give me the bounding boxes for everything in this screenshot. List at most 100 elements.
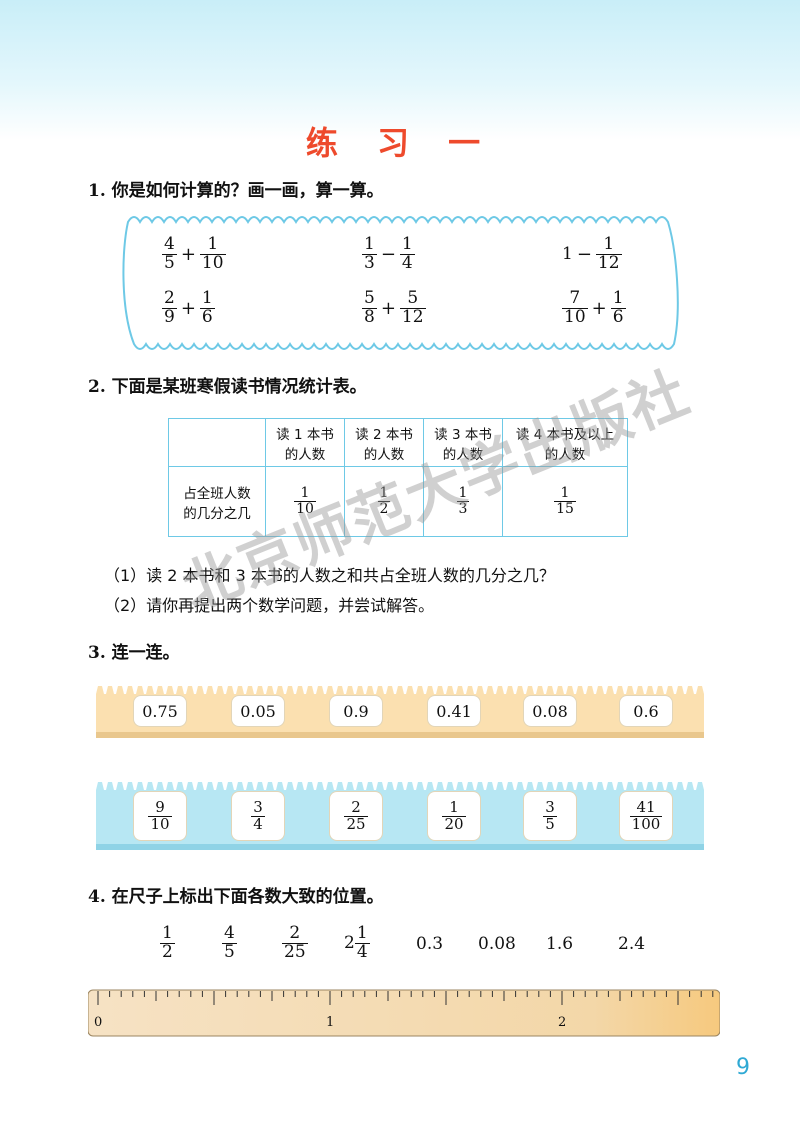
numerator: 1 xyxy=(379,485,389,502)
denominator: 8 xyxy=(362,306,377,327)
numerator: 1 xyxy=(401,234,413,254)
denominator: 6 xyxy=(610,306,626,327)
denominator: 10 xyxy=(148,814,172,833)
question-1-heading: 1. 你是如何计算的？画一画，算一算。 xyxy=(88,176,384,201)
table-header-cell: 读 3 本书的人数 xyxy=(423,418,503,467)
denominator: 25 xyxy=(282,941,308,962)
numerator: 1 xyxy=(603,234,615,254)
question-text: 连一连。 xyxy=(111,643,180,663)
whole-number: 2 xyxy=(344,933,355,954)
operator: + xyxy=(180,243,196,265)
numerator: 2 xyxy=(289,923,301,943)
denominator: 2 xyxy=(377,501,391,517)
table-row-label: 占全班人数的几分之几 xyxy=(168,466,266,537)
table-header-cell: 读 2 本书的人数 xyxy=(344,418,424,467)
denominator: 10 xyxy=(294,501,316,517)
number-to-mark: 1.6 xyxy=(546,934,574,954)
number-to-mark: 0.3 xyxy=(416,934,444,954)
numerator: 9 xyxy=(155,797,165,816)
denominator: 4 xyxy=(354,941,370,962)
numerator: 1 xyxy=(356,923,368,943)
reading-stats-table: 读 1 本书的人数 读 2 本书的人数 读 3 本书的人数 读 4 本书及以上的… xyxy=(168,418,628,537)
numerator: 4 xyxy=(224,923,235,943)
numerator: 7 xyxy=(569,288,581,308)
denominator: 5 xyxy=(222,941,237,962)
question-text: 你是如何计算的？画一画，算一算。 xyxy=(111,181,384,201)
numerator: 2 xyxy=(164,288,175,308)
numerator: 1 xyxy=(162,923,173,943)
denominator: 6 xyxy=(199,306,215,327)
numerator: 3 xyxy=(545,797,555,816)
denominator: 25 xyxy=(344,814,368,833)
expression-scroll-frame xyxy=(122,216,679,350)
question-number: 4. xyxy=(88,887,106,907)
decimal-card: 0.41 xyxy=(428,696,480,726)
operator: − xyxy=(380,243,396,265)
numerator: 1 xyxy=(364,234,375,254)
question-4-heading: 4. 在尺子上标出下面各数大致的位置。 xyxy=(88,882,384,907)
denominator: 10 xyxy=(562,306,588,327)
decimal-card: 0.75 xyxy=(134,696,186,726)
numerator: 5 xyxy=(407,288,419,308)
denominator: 4 xyxy=(251,814,265,833)
numerator: 2 xyxy=(351,797,361,816)
decimal-card: 0.05 xyxy=(232,696,284,726)
question-text: 在尺子上标出下面各数大致的位置。 xyxy=(111,887,384,907)
operator: + xyxy=(591,297,607,319)
numerator: 1 xyxy=(458,485,468,502)
numerator: 4 xyxy=(164,234,175,254)
denominator: 12 xyxy=(399,306,426,327)
ruler-label: 1 xyxy=(326,1015,334,1030)
subquestion-2: （2）请你再提出两个数学问题，并尝试解答。 xyxy=(104,596,435,615)
decimal-card: 0.08 xyxy=(524,696,576,726)
numerator: 1 xyxy=(449,797,459,816)
denominator: 2 xyxy=(160,941,175,962)
page-title: 练 习 一 xyxy=(305,124,495,162)
decimal-card: 0.9 xyxy=(330,696,382,726)
denominator: 3 xyxy=(362,252,377,273)
denominator: 3 xyxy=(456,501,470,517)
ruler-label: 2 xyxy=(558,1015,566,1030)
question-3-heading: 3. 连一连。 xyxy=(88,638,180,663)
page-number: 9 xyxy=(736,1055,750,1080)
denominator: 10 xyxy=(199,252,226,273)
numerator: 1 xyxy=(612,288,624,308)
denominator: 20 xyxy=(442,814,466,833)
table-header-cell: 读 4 本书及以上的人数 xyxy=(502,418,628,467)
numerator: 1 xyxy=(560,485,570,502)
numerator: 5 xyxy=(364,288,375,308)
